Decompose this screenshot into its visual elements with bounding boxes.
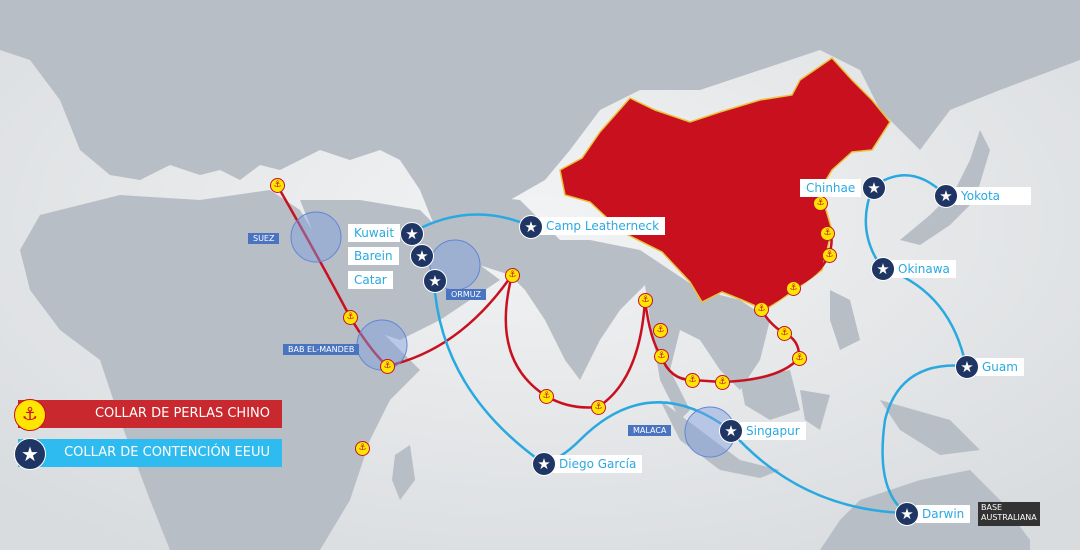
star-icon: ★ (519, 215, 543, 239)
base-label-singapur: Singapur (740, 422, 806, 440)
suez-circle (290, 211, 342, 263)
star-icon: ★ (532, 452, 556, 476)
star-icon: ★ (719, 419, 743, 443)
legend-us: COLLAR DE CONTENCIÓN EEUU (18, 439, 282, 467)
anchor-icon: ⚓ (754, 302, 769, 317)
suez-tag: SUEZ (248, 233, 280, 244)
anchor-icon: ⚓ (822, 248, 837, 263)
base-label-guam: Guam (976, 358, 1024, 376)
base-label-kuwait: Kuwait (348, 224, 401, 242)
anchor-icon: ⚓ (654, 349, 669, 364)
china-territory (559, 57, 891, 311)
anchor-icon: ⚓ (777, 326, 792, 341)
base-note-darwin: BASE AUSTRALIANA (978, 502, 1040, 526)
anchor-icon: ⚓ (591, 400, 606, 415)
bab-el-mandeb-tag: BAB EL-MANDEB (283, 344, 360, 355)
anchor-icon: ⚓ (813, 196, 828, 211)
star-icon: ★ (862, 176, 886, 200)
base-label-camp-leatherneck: Camp Leatherneck (540, 217, 666, 235)
anchor-icon: ⚓ (343, 310, 358, 325)
malaca-tag: MALACA (628, 425, 672, 436)
base-label-darwin: Darwin (916, 505, 971, 523)
anchor-icon: ⚓ (14, 399, 46, 431)
anchor-icon: ⚓ (638, 293, 653, 308)
anchor-icon: ⚓ (792, 351, 807, 366)
anchor-icon: ⚓ (653, 323, 668, 338)
star-icon: ★ (871, 257, 895, 281)
base-label-diego-garcia: Diego García (553, 455, 643, 473)
anchor-icon: ⚓ (380, 359, 395, 374)
legend-china: COLLAR DE PERLAS CHINO (18, 400, 282, 428)
base-label-okinawa: Okinawa (892, 260, 956, 278)
star-icon: ★ (410, 244, 434, 268)
anchor-icon: ⚓ (355, 441, 370, 456)
anchor-icon: ⚓ (715, 375, 730, 390)
anchor-icon: ⚓ (685, 373, 700, 388)
anchor-icon: ⚓ (539, 389, 554, 404)
anchor-icon: ⚓ (505, 268, 520, 283)
base-label-chinhae: Chinhae (800, 179, 862, 197)
anchor-icon: ⚓ (820, 226, 835, 241)
anchor-icon: ⚓ (270, 178, 285, 193)
chokepoints (290, 211, 736, 458)
star-icon: ★ (895, 502, 919, 526)
star-icon: ★ (14, 438, 46, 470)
star-icon: ★ (423, 269, 447, 293)
base-label-barein: Barein (348, 247, 399, 265)
base-label-catar: Catar (348, 271, 393, 289)
star-icon: ★ (400, 222, 424, 246)
anchor-icon: ⚓ (786, 281, 801, 296)
ormuz-tag: ORMUZ (446, 289, 486, 300)
star-icon: ★ (934, 184, 958, 208)
base-label-yokota: Yokota (955, 187, 1031, 205)
star-icon: ★ (955, 355, 979, 379)
